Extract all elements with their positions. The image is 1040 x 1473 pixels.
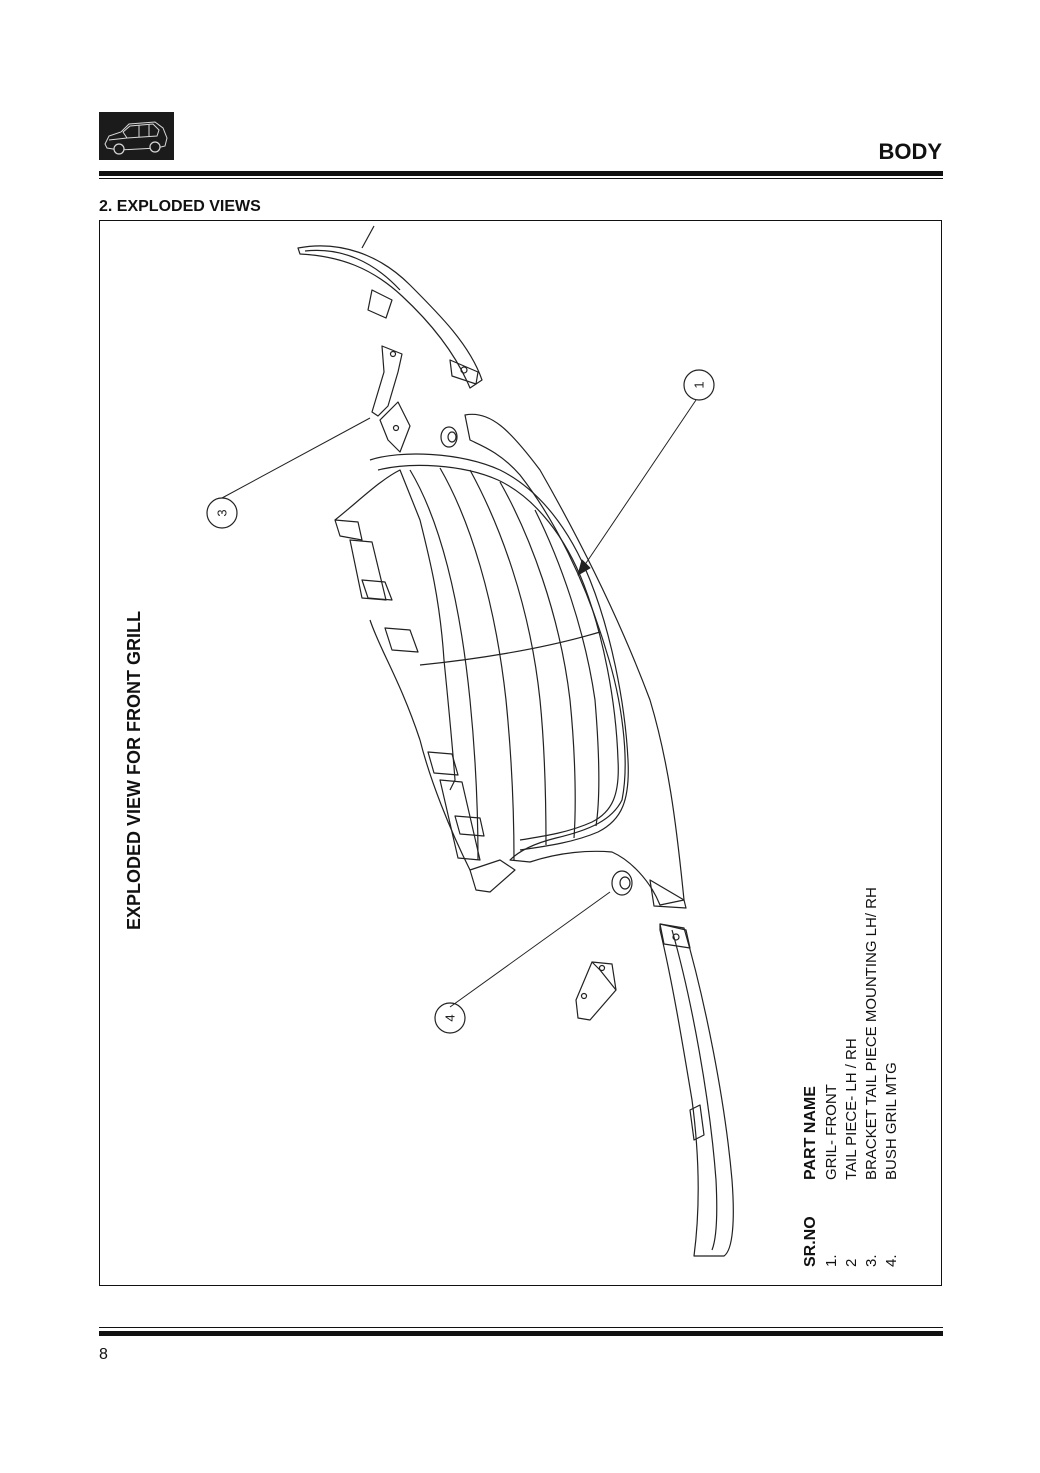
callout-3: [206, 497, 238, 529]
bracket-upper: [371, 345, 411, 453]
tail-piece-lower: [659, 923, 734, 1257]
sr-no-header: SR.NO: [802, 1216, 819, 1267]
table-row-2-name: TAIL PIECE- LH / RH: [843, 1038, 860, 1180]
table-row-2-sr: 2: [843, 1258, 860, 1267]
front-grill: [334, 413, 687, 909]
table-row-4-sr: 4.: [883, 1254, 900, 1267]
callout-4: [434, 1002, 466, 1034]
bush-lower: [611, 870, 633, 896]
callout-1: [683, 369, 715, 401]
tail-piece-upper: [297, 225, 483, 389]
callout-3-label: 3: [215, 509, 230, 516]
callout-4-label: 4: [443, 1014, 458, 1021]
callout-1-label: 1: [692, 381, 707, 388]
table-row-3-name: BRACKET TAIL PIECE MOUNTING LH/ RH: [863, 887, 880, 1180]
footer-rule-thick: [99, 1331, 943, 1336]
part-name-header: PART NAME: [802, 1086, 819, 1180]
bush-upper: [440, 426, 458, 448]
table-row-1-name: GRIL- FRONT: [823, 1084, 840, 1180]
footer-rule-thin: [99, 1327, 943, 1328]
section-title: BODY: [878, 139, 942, 164]
car-icon: [104, 121, 168, 155]
table-row-1-sr: 1.: [823, 1254, 840, 1267]
figure-title: EXPLODED VIEW FOR FRONT GRILL: [124, 611, 144, 930]
subsection-title: 2. EXPLODED VIEWS: [99, 198, 261, 215]
header-rule-thick: [99, 171, 943, 176]
page-number: 8: [99, 1346, 108, 1363]
figure-frame: [99, 220, 942, 1286]
table-row-3-sr: 3.: [863, 1254, 880, 1267]
bracket-lower: [575, 961, 617, 1021]
vehicle-logo: [99, 112, 174, 160]
header-rule-thin: [99, 178, 943, 179]
leader-lines: [221, 399, 697, 1008]
table-row-4-name: BUSH GRIL MTG: [883, 1062, 900, 1180]
